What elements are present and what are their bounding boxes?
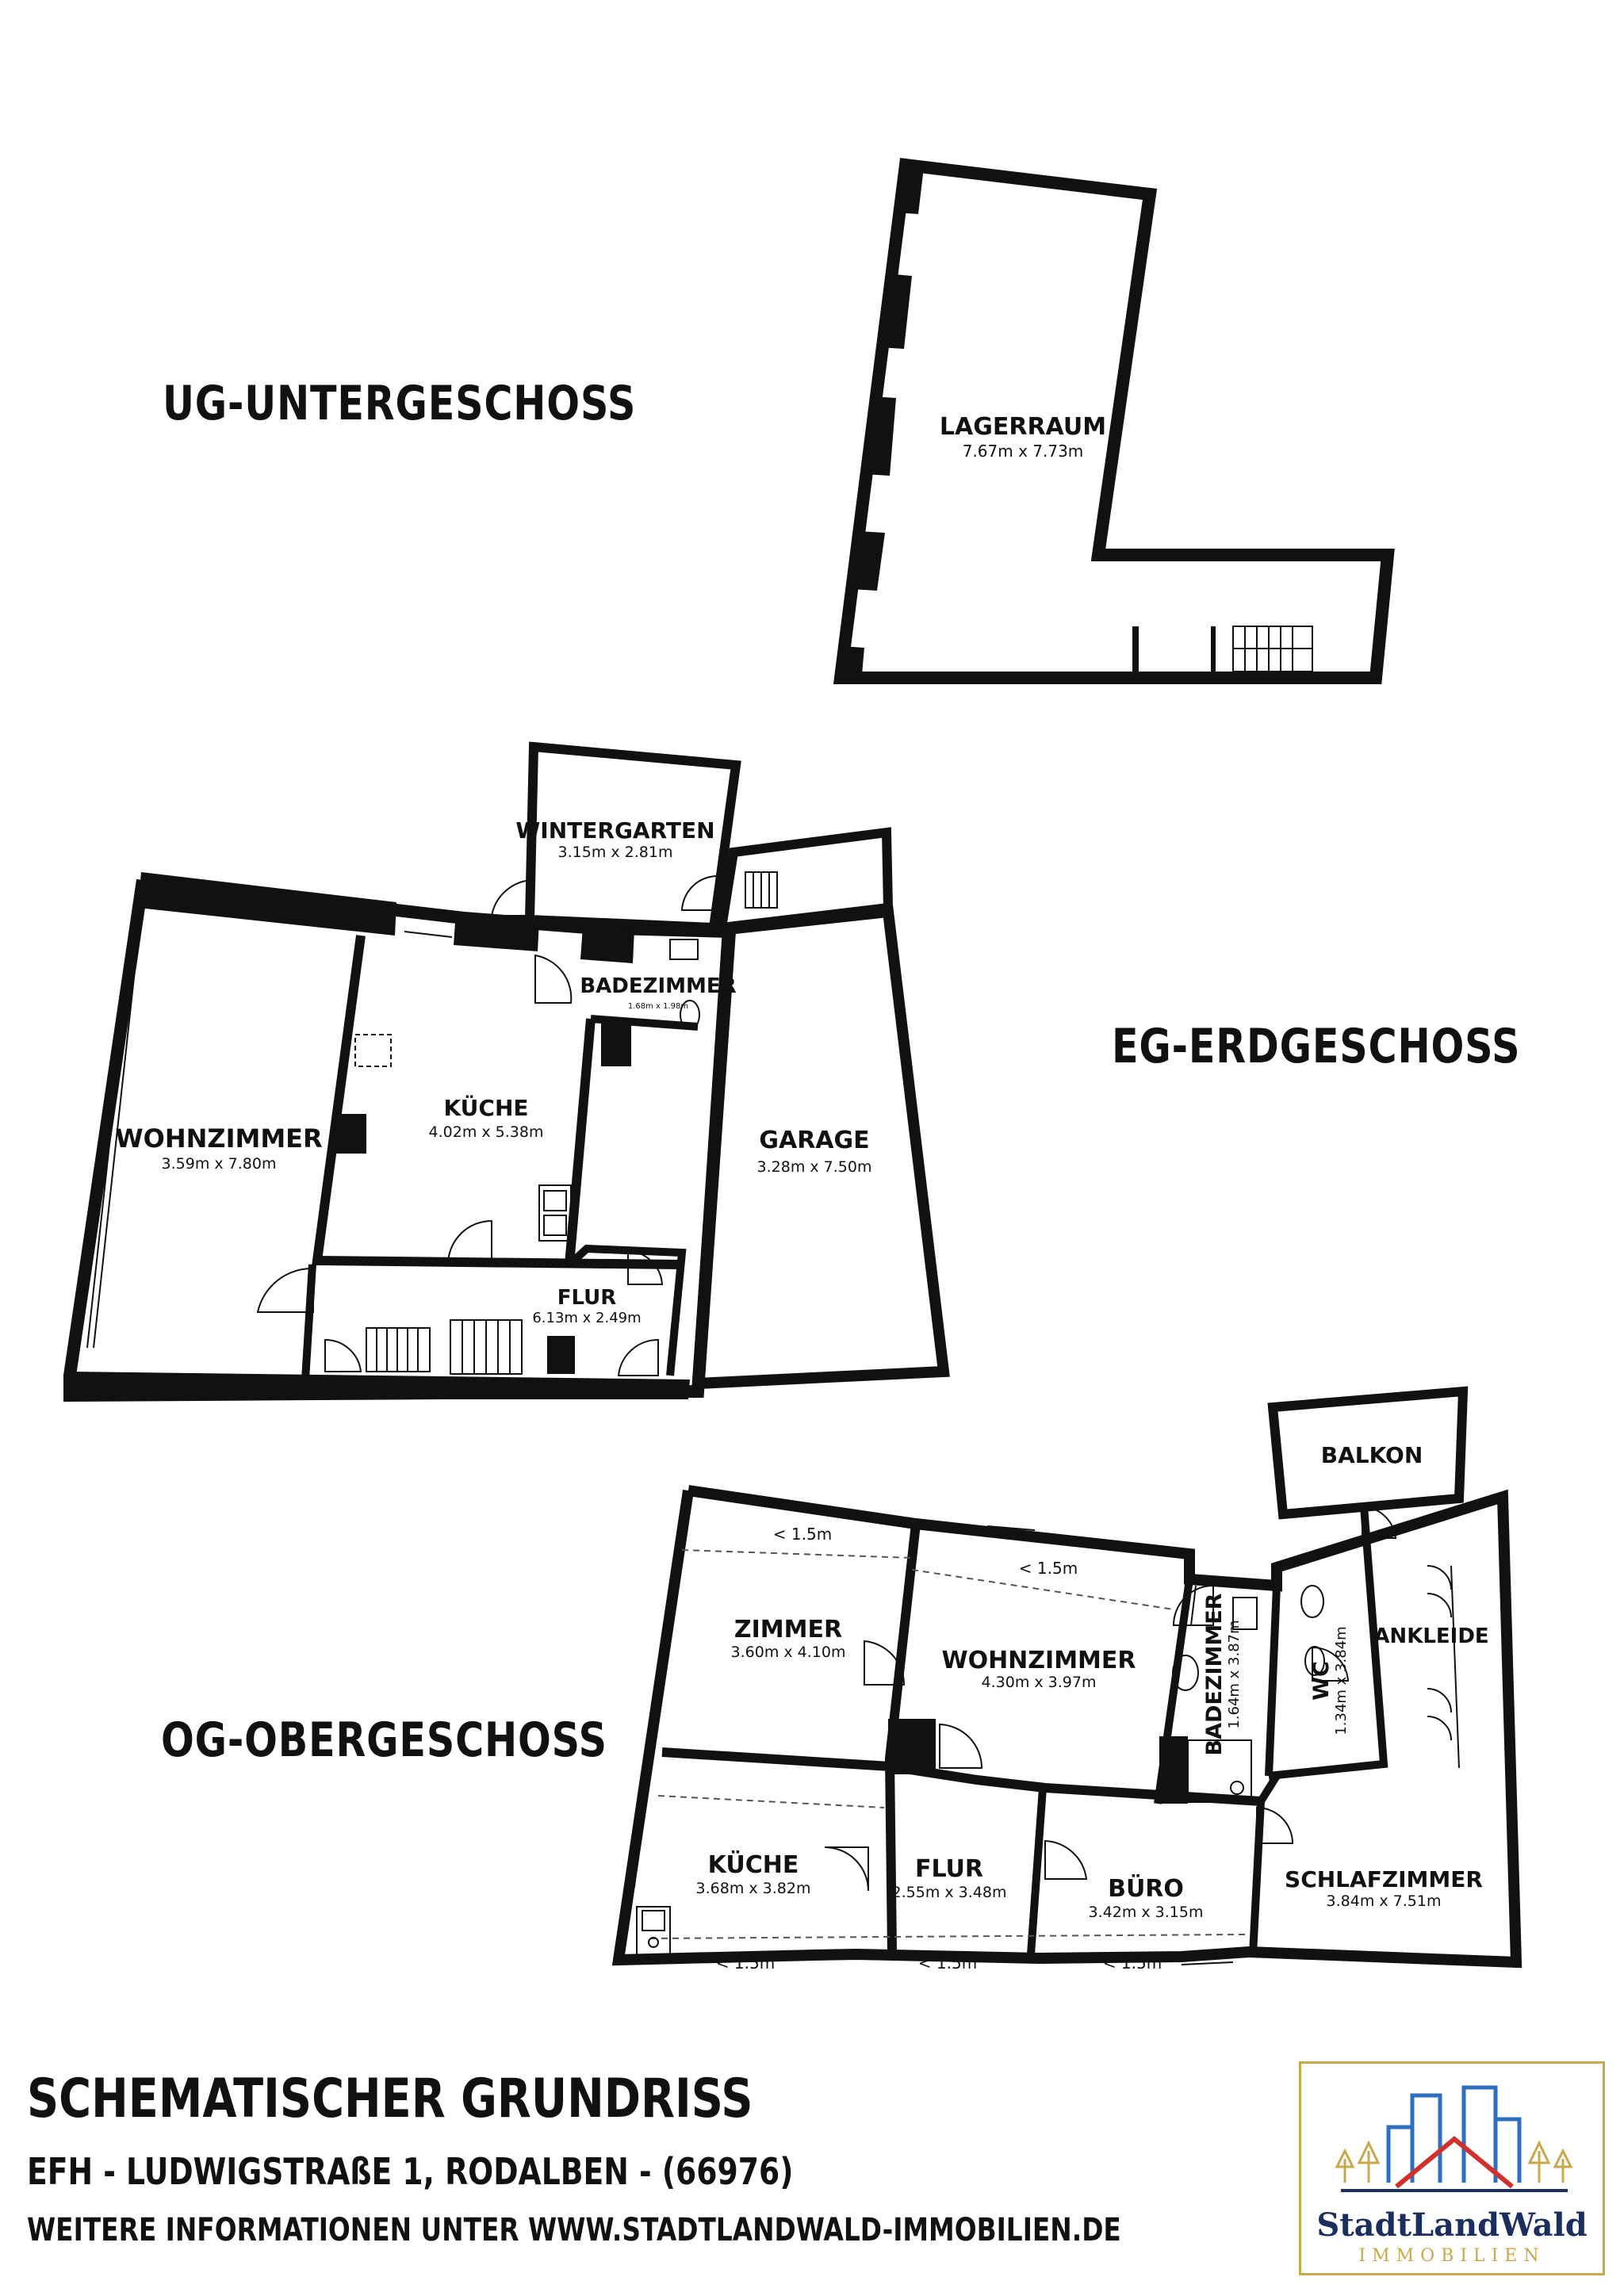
eg-thick-wall — [138, 872, 396, 936]
room-label: FLUR — [915, 1855, 983, 1883]
room-dimensions: 3.28m x 7.50m — [757, 1158, 872, 1176]
ug-floor-plan — [833, 158, 1395, 684]
eg-interior-wall — [565, 1018, 596, 1265]
ceiling-height-hint: < 1.5m — [773, 1525, 832, 1544]
og-kitchen-sink — [636, 1906, 671, 1959]
og-outer-wall — [611, 1485, 1522, 1969]
room-label: KÜCHE — [708, 1850, 799, 1879]
og-interior-wall — [1257, 1774, 1281, 1804]
ug-lagerraum-outline — [833, 158, 1395, 684]
og-interior-wall — [661, 1747, 1262, 1806]
room-dimensions: 3.68m x 3.82m — [696, 1880, 811, 1897]
info-line: WEITERE INFORMATIONEN UNTER WWW.STADTLAN… — [27, 2212, 1121, 2248]
og-wall-block — [1159, 1736, 1188, 1804]
logo-name: StadtLandWald — [1316, 2206, 1588, 2244]
room-label: WOHNZIMMER — [115, 1123, 322, 1154]
room-dimensions: 3.84m x 7.51m — [1327, 1892, 1442, 1910]
room-label: SCHLAFZIMMER — [1285, 1866, 1483, 1892]
eg-interior-wall — [312, 935, 683, 1269]
room-dimensions: 1.64m x 3.87m — [1226, 1620, 1243, 1728]
ug-thick-wall — [864, 396, 896, 476]
room-label: GARAGE — [759, 1127, 869, 1154]
eg-kitchen-sink — [538, 1184, 572, 1242]
room-dimensions: 3.60m x 4.10m — [731, 1644, 846, 1661]
room-dimensions: 4.02m x 5.38m — [429, 1123, 544, 1141]
room-dimensions: 4.30m x 3.97m — [982, 1674, 1097, 1691]
ug-window — [841, 215, 895, 647]
address-line: EFH - LUDWIGSTRAßE 1, RODALBEN - (66976) — [27, 2150, 794, 2193]
eg-interior-wall — [301, 1264, 316, 1380]
ceiling-height-hint: < 1.5m — [918, 1954, 977, 1973]
floor-title-ug: UG-UNTERGESCHOSS — [163, 376, 637, 431]
room-dimensions: 6.13m x 2.49m — [532, 1310, 641, 1326]
floor-title-eg: EG-ERDGESCHOSS — [1112, 1019, 1521, 1074]
room-label: FLUR — [557, 1286, 617, 1310]
og-bath-fixture — [1172, 1585, 1325, 1803]
room-dimensions: 3.15m x 2.81m — [558, 844, 673, 861]
og-wardrobe — [1427, 1565, 1460, 1769]
og-wall-block — [888, 1719, 936, 1774]
og-interior-wall — [1268, 1506, 1388, 1780]
room-label: ZIMMER — [734, 1616, 842, 1644]
room-dimensions: 1.68m x 1.98m — [628, 1002, 688, 1011]
room-dimensions: 2.55m x 3.48m — [892, 1884, 1007, 1901]
og-floor-plan — [611, 1386, 1522, 1969]
og-door-swing — [824, 1505, 1397, 1892]
ceiling-height-hint: < 1.5m — [1019, 1559, 1078, 1578]
company-logo: StadtLandWald IMMOBILIEN — [1299, 2061, 1605, 2275]
ug-thick-wall — [834, 646, 864, 683]
eg-floor-plan — [63, 741, 950, 1402]
room-dimensions: 3.59m x 7.80m — [162, 1155, 277, 1173]
room-label: ANKLEIDE — [1373, 1624, 1488, 1648]
room-label: WOHNZIMMER — [941, 1647, 1136, 1674]
eg-wc-fixture — [669, 939, 700, 1030]
room-dimensions: 1.34m x 3.84m — [1333, 1626, 1350, 1735]
room-label: WC — [1309, 1661, 1334, 1701]
room-label: BADEZIMMER — [580, 974, 736, 998]
eg-stairs — [366, 871, 778, 1375]
eg-thick-wall — [70, 1372, 690, 1399]
eg-wall-block — [547, 1336, 575, 1374]
room-label: BALKON — [1321, 1442, 1423, 1468]
eg-thick-wall — [454, 912, 539, 951]
room-dimensions: 7.67m x 7.73m — [963, 442, 1084, 461]
og-interior-wall — [1265, 1585, 1281, 1777]
room-label: LAGERRAUM — [940, 413, 1106, 441]
room-label: BÜRO — [1108, 1873, 1184, 1903]
logo-subtitle: IMMOBILIEN — [1358, 2246, 1545, 2266]
floor-title-og: OG-OBERGESCHOSS — [161, 1712, 607, 1768]
room-label: BADEZIMMER — [1202, 1593, 1227, 1755]
eg-garage-outline — [691, 905, 950, 1390]
eg-thick-wall — [580, 926, 634, 963]
ug-thick-wall — [851, 531, 885, 591]
room-dimensions: 3.42m x 3.15m — [1089, 1904, 1204, 1921]
room-label: KÜCHE — [443, 1094, 528, 1121]
page-title: SCHEMATISCHER GRUNDRISS — [27, 2068, 753, 2130]
og-window — [634, 1525, 1396, 1965]
eg-wintergarten-outline — [524, 741, 741, 933]
og-interior-wall — [1249, 1800, 1265, 1955]
ug-thick-wall — [894, 165, 924, 214]
eg-window — [86, 838, 841, 1384]
eg-wall-block — [333, 1114, 366, 1154]
ceiling-height-hint: < 1.5m — [1103, 1954, 1162, 1973]
ceiling-height-hint: < 1.5m — [716, 1954, 775, 1973]
og-balkon-outline — [1267, 1386, 1469, 1520]
eg-interior-wall — [566, 1244, 687, 1376]
og-interior-wall — [1027, 1787, 1047, 1955]
logo-emblem — [1335, 2085, 1573, 2192]
eg-badezimmer-block — [601, 1019, 631, 1066]
ug-thick-wall — [879, 274, 912, 349]
eg-door-swing — [256, 874, 718, 1376]
eg-skylight — [354, 1034, 392, 1067]
og-slope-line — [649, 1549, 1246, 1939]
room-label: WINTERGARTEN — [515, 817, 714, 844]
ug-stairs — [1211, 626, 1313, 678]
